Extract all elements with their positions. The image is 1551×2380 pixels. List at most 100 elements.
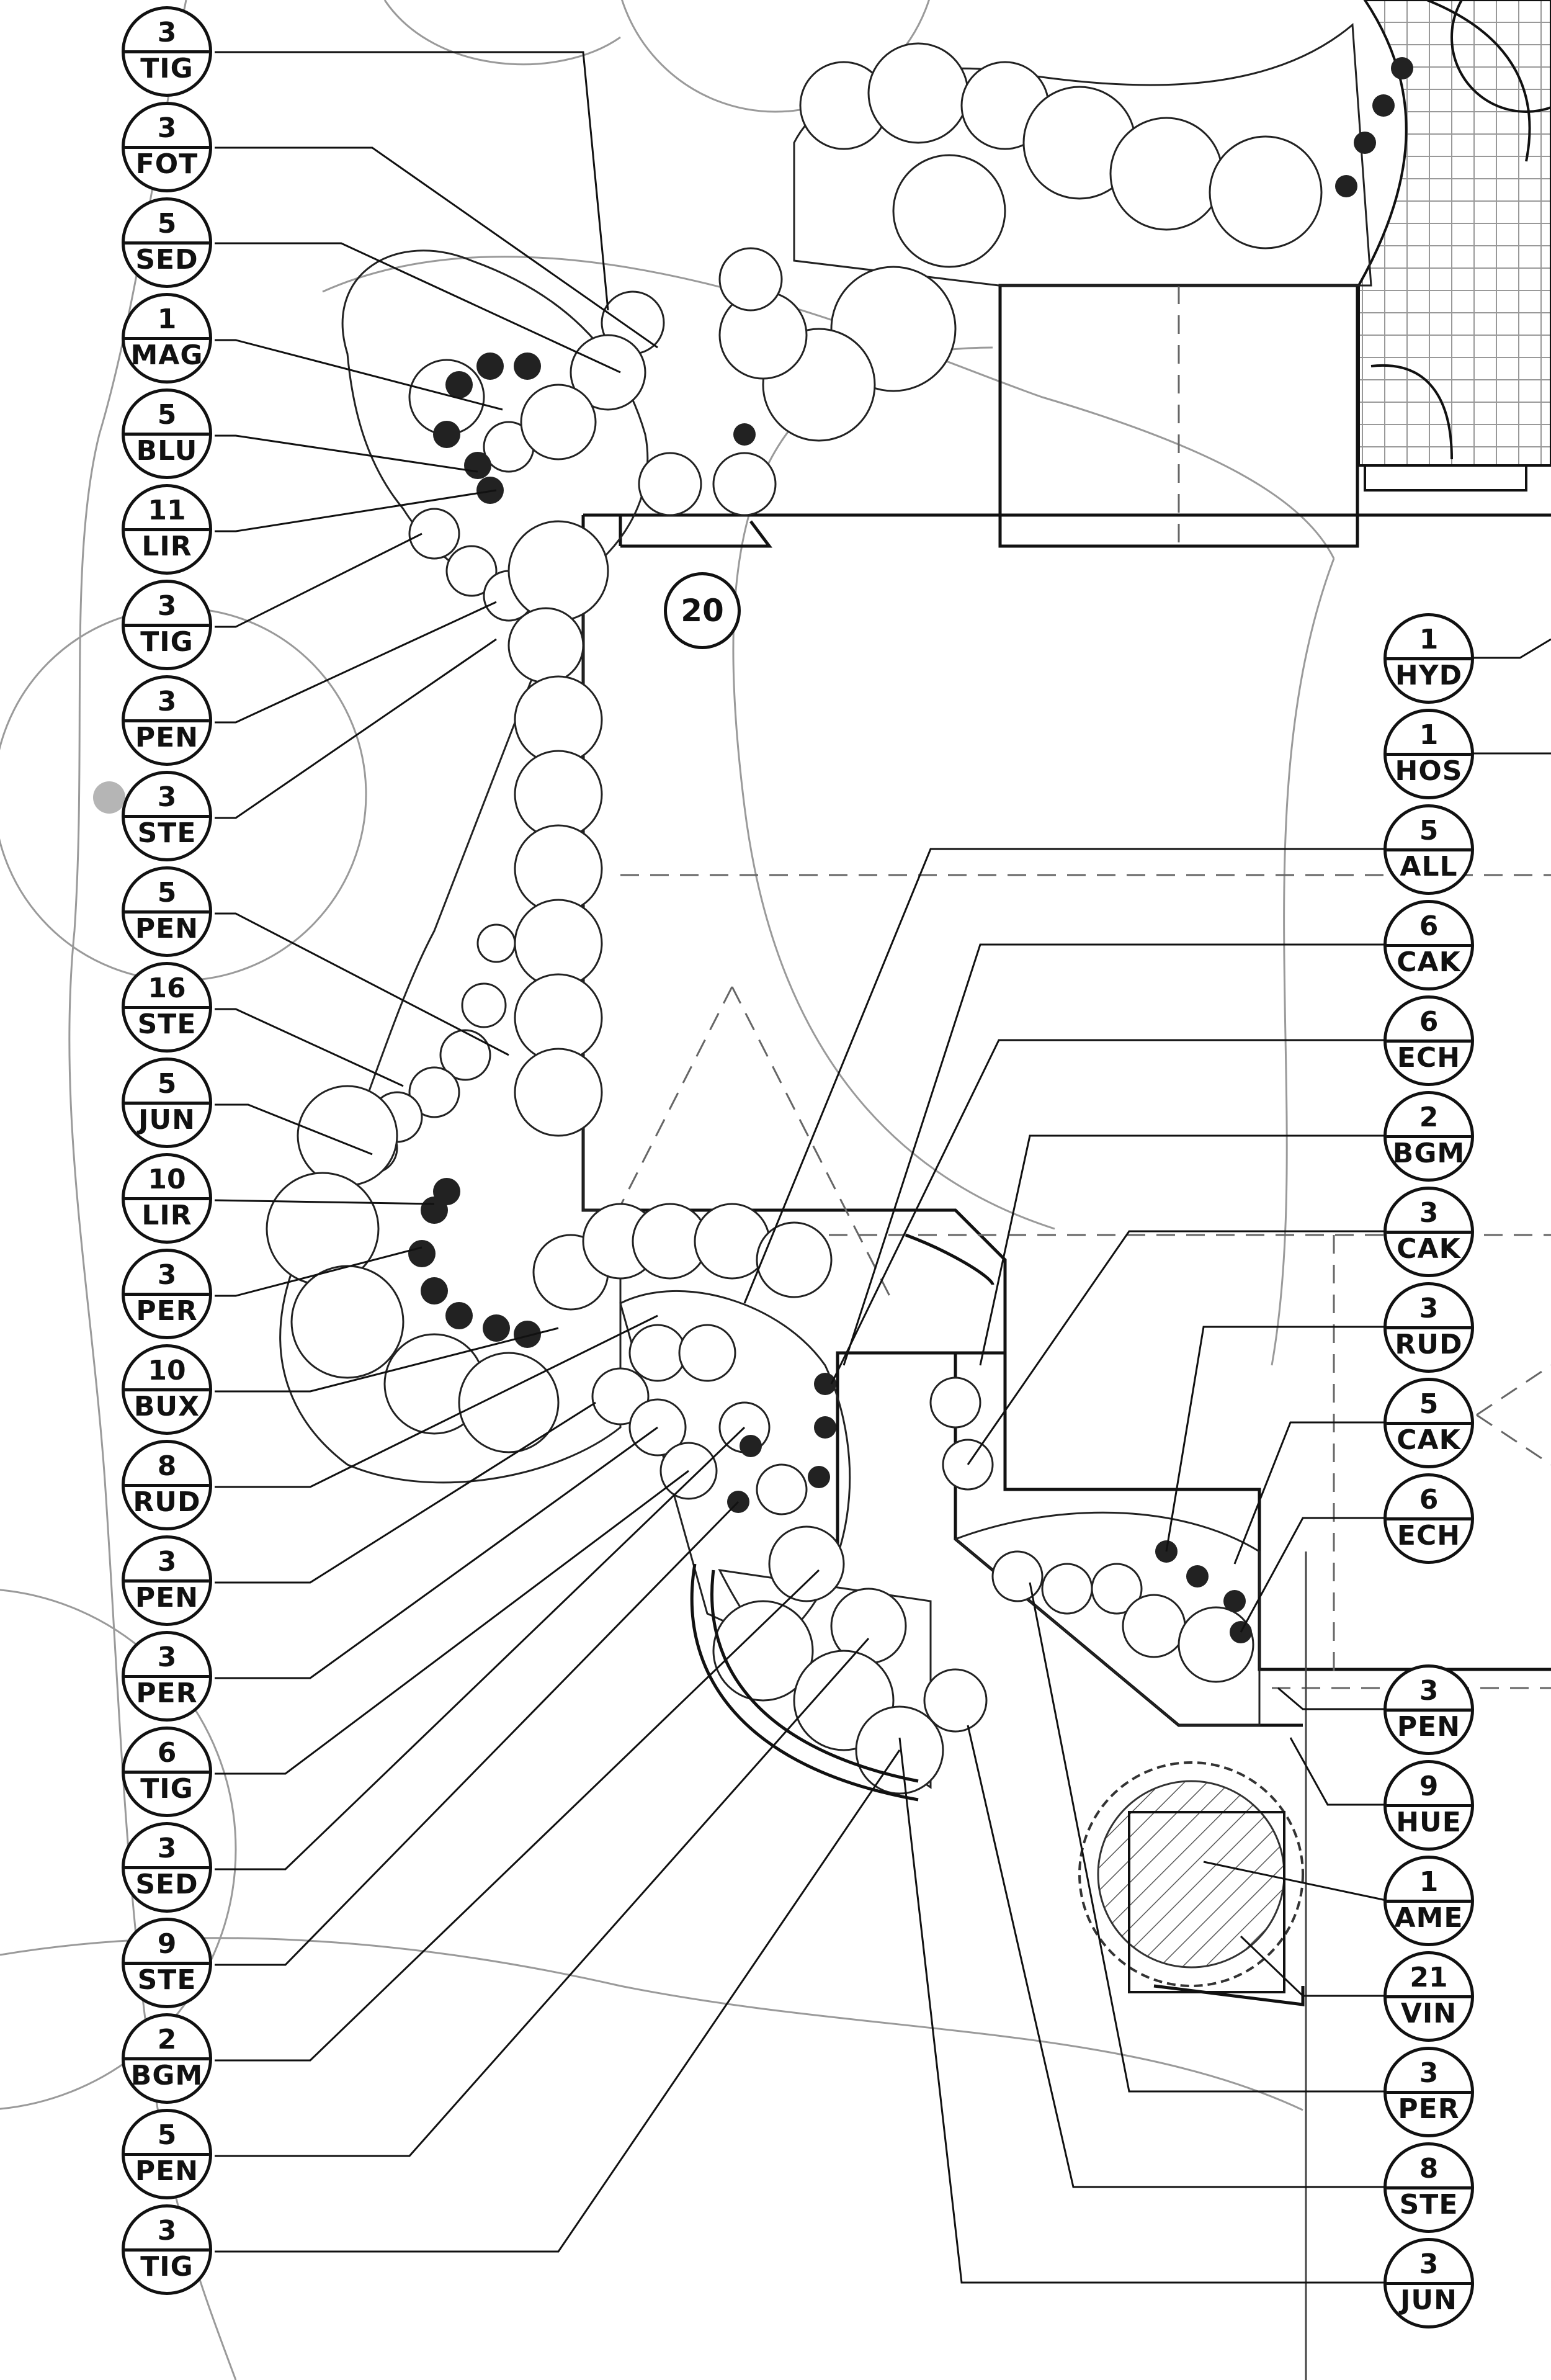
plant-qty: 3 bbox=[157, 112, 177, 144]
tag-divider bbox=[125, 2057, 209, 2060]
tag-divider bbox=[125, 1484, 209, 1487]
plant-code: HYD bbox=[1395, 660, 1463, 691]
plant-code: LIR bbox=[141, 531, 192, 562]
plant-code: ECH bbox=[1397, 1042, 1461, 1074]
planting-beds bbox=[279, 22, 1372, 1789]
plant-code: PEN bbox=[135, 722, 199, 753]
plant-qty: 21 bbox=[1410, 1962, 1448, 1993]
plant-code: AME bbox=[1394, 1902, 1464, 1934]
tag-divider bbox=[125, 624, 209, 627]
plant-code: SED bbox=[135, 244, 199, 276]
tag-divider bbox=[125, 146, 209, 149]
plant-qty: 5 bbox=[157, 877, 177, 909]
plant-code: SED bbox=[135, 1869, 199, 1900]
tag-divider bbox=[1387, 2282, 1471, 2285]
tag-divider bbox=[125, 241, 209, 245]
area-number-tag: 20 bbox=[664, 572, 741, 649]
tag-divider bbox=[125, 1579, 209, 1583]
plant-code: PER bbox=[1398, 2093, 1460, 2125]
tag-divider bbox=[125, 2248, 209, 2252]
plant-code: HOS bbox=[1395, 755, 1463, 787]
tag-divider bbox=[125, 433, 209, 436]
tag-divider bbox=[125, 1675, 209, 1678]
plant-qty: 3 bbox=[157, 1641, 177, 1673]
plant-code: TIG bbox=[140, 1773, 194, 1805]
plant-qty: 10 bbox=[148, 1164, 186, 1195]
plant-code: MAG bbox=[130, 339, 203, 371]
tag-divider bbox=[125, 815, 209, 818]
plant-code: JUN bbox=[1400, 2284, 1457, 2316]
plant-code: ECH bbox=[1397, 1520, 1461, 1551]
plant-code: PEN bbox=[135, 1582, 199, 1614]
plant-qty: 2 bbox=[1419, 1102, 1439, 1133]
plant-qty: 3 bbox=[157, 590, 177, 622]
plant-qty: 11 bbox=[148, 495, 186, 526]
plant-code: ALL bbox=[1400, 851, 1458, 882]
plant-qty: 6 bbox=[1419, 1484, 1439, 1516]
plant-code: BGM bbox=[130, 2060, 203, 2091]
plant-code: TIG bbox=[140, 53, 194, 84]
plant-code: PER bbox=[136, 1677, 198, 1709]
ornamental-grasses bbox=[408, 57, 1413, 1643]
tag-divider bbox=[1387, 1517, 1471, 1520]
plant-qty: 3 bbox=[1419, 2248, 1439, 2280]
plant-qty: 3 bbox=[1419, 1197, 1439, 1229]
plant-qty: 5 bbox=[1419, 815, 1439, 846]
tag-divider bbox=[125, 1006, 209, 1009]
plant-code: PEN bbox=[135, 2155, 199, 2187]
tag-divider bbox=[1387, 657, 1471, 660]
plant-code: LIR bbox=[141, 1200, 192, 1231]
plant-qty: 6 bbox=[1419, 1006, 1439, 1038]
tag-divider bbox=[125, 2153, 209, 2156]
tag-divider bbox=[1387, 1900, 1471, 1903]
tag-divider bbox=[1387, 1709, 1471, 1712]
plant-code: STE bbox=[137, 1964, 197, 1996]
tag-divider bbox=[125, 50, 209, 53]
plant-qty: 3 bbox=[157, 1546, 177, 1578]
plant-code: PEN bbox=[1397, 1711, 1461, 1743]
tag-divider bbox=[125, 1102, 209, 1105]
plant-qty: 3 bbox=[157, 686, 177, 717]
plant-qty: 5 bbox=[1419, 1388, 1439, 1420]
plant-qty: 5 bbox=[157, 1068, 177, 1100]
plant-qty: 3 bbox=[157, 2215, 177, 2247]
plant-qty: 9 bbox=[157, 1928, 177, 1960]
tag-divider bbox=[125, 528, 209, 531]
plant-qty: 3 bbox=[157, 1259, 177, 1291]
plant-qty: 9 bbox=[1419, 1771, 1439, 1802]
plant-code: TIG bbox=[140, 2251, 194, 2283]
plant-qty: 16 bbox=[148, 972, 186, 1004]
plant-qty: 1 bbox=[157, 303, 177, 335]
tag-divider bbox=[1387, 1995, 1471, 1998]
specimen-tree bbox=[1078, 1761, 1304, 1993]
tag-divider bbox=[125, 1866, 209, 1869]
plant-code: JUN bbox=[138, 1104, 195, 1136]
plant-code: BGM bbox=[1392, 1138, 1465, 1169]
plant-code: CAK bbox=[1397, 946, 1461, 978]
plant-qty: 3 bbox=[1419, 2057, 1439, 2089]
plant-qty: 8 bbox=[157, 1450, 177, 1482]
plant-qty: 3 bbox=[1419, 1293, 1439, 1324]
